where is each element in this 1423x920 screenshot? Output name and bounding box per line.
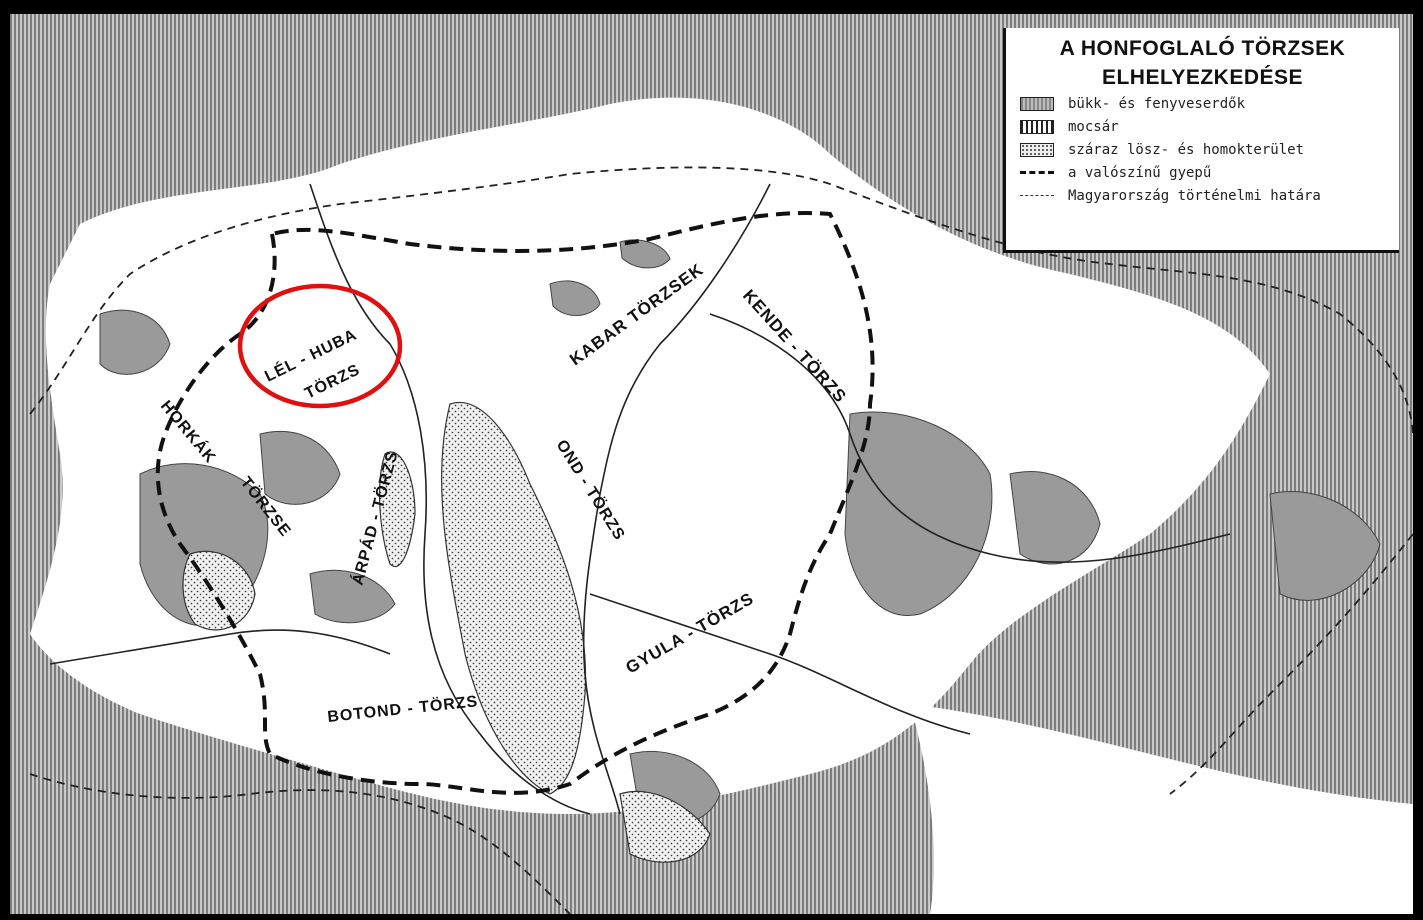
forest-swatch-icon (1020, 96, 1054, 111)
forest-patches (99, 239, 1381, 825)
dry-swatch-icon (1020, 142, 1054, 157)
legend-item-label: száraz lösz- és homokterület (1068, 141, 1305, 158)
legend-item-label: mocsár (1068, 118, 1119, 135)
highlight-circle (237, 283, 403, 409)
marsh-swatch-icon (1020, 119, 1054, 134)
legend-item-dry: száraz lösz- és homokterület (1020, 138, 1385, 161)
legend-item-marsh: mocsár (1020, 115, 1385, 138)
legend-title: A HONFOGLALÓ TÖRZSEK (1059, 37, 1346, 60)
dry-areas (182, 401, 711, 863)
legend-item-label: bükk- és fenyveserdők (1068, 95, 1246, 112)
legend-item-border: Magyarország történelmi határa (1020, 184, 1385, 207)
thin-dashed-line-icon (1020, 195, 1054, 196)
legend-item-label: a valószínű gyepű (1068, 164, 1212, 181)
legend-item-forest: bükk- és fenyveserdők (1020, 92, 1385, 115)
map-frame: LÉL - HUBA TÖRZS KABAR TÖRZSEK KENDE - T… (10, 14, 1413, 914)
probable-frontier-line (155, 211, 875, 795)
legend-subtitle: ELHELYEZKEDÉSE (1101, 66, 1304, 89)
lowland-basin (30, 97, 1413, 914)
historic-border-line (29, 166, 1413, 914)
legend-item-frontier: a valószínű gyepű (1020, 161, 1385, 184)
legend-item-label: Magyarország történelmi határa (1068, 187, 1321, 204)
rivers (49, 183, 1231, 815)
thick-dashed-line-icon (1020, 171, 1054, 174)
map-legend: A HONFOGLALÓ TÖRZSEK ELHELYEZKEDÉSE bükk… (1003, 28, 1399, 253)
